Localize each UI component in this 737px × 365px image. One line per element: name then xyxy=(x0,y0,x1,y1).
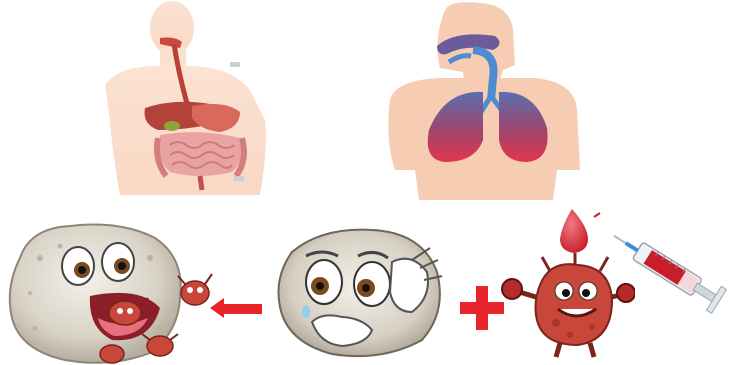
white-blood-cell-eating-germs xyxy=(0,218,222,365)
syringe xyxy=(612,225,734,325)
digestive-system-illustration xyxy=(100,0,290,195)
respiratory-system-illustration xyxy=(385,0,585,200)
scared-white-blood-cell xyxy=(262,222,452,365)
minus-sign xyxy=(208,288,268,328)
